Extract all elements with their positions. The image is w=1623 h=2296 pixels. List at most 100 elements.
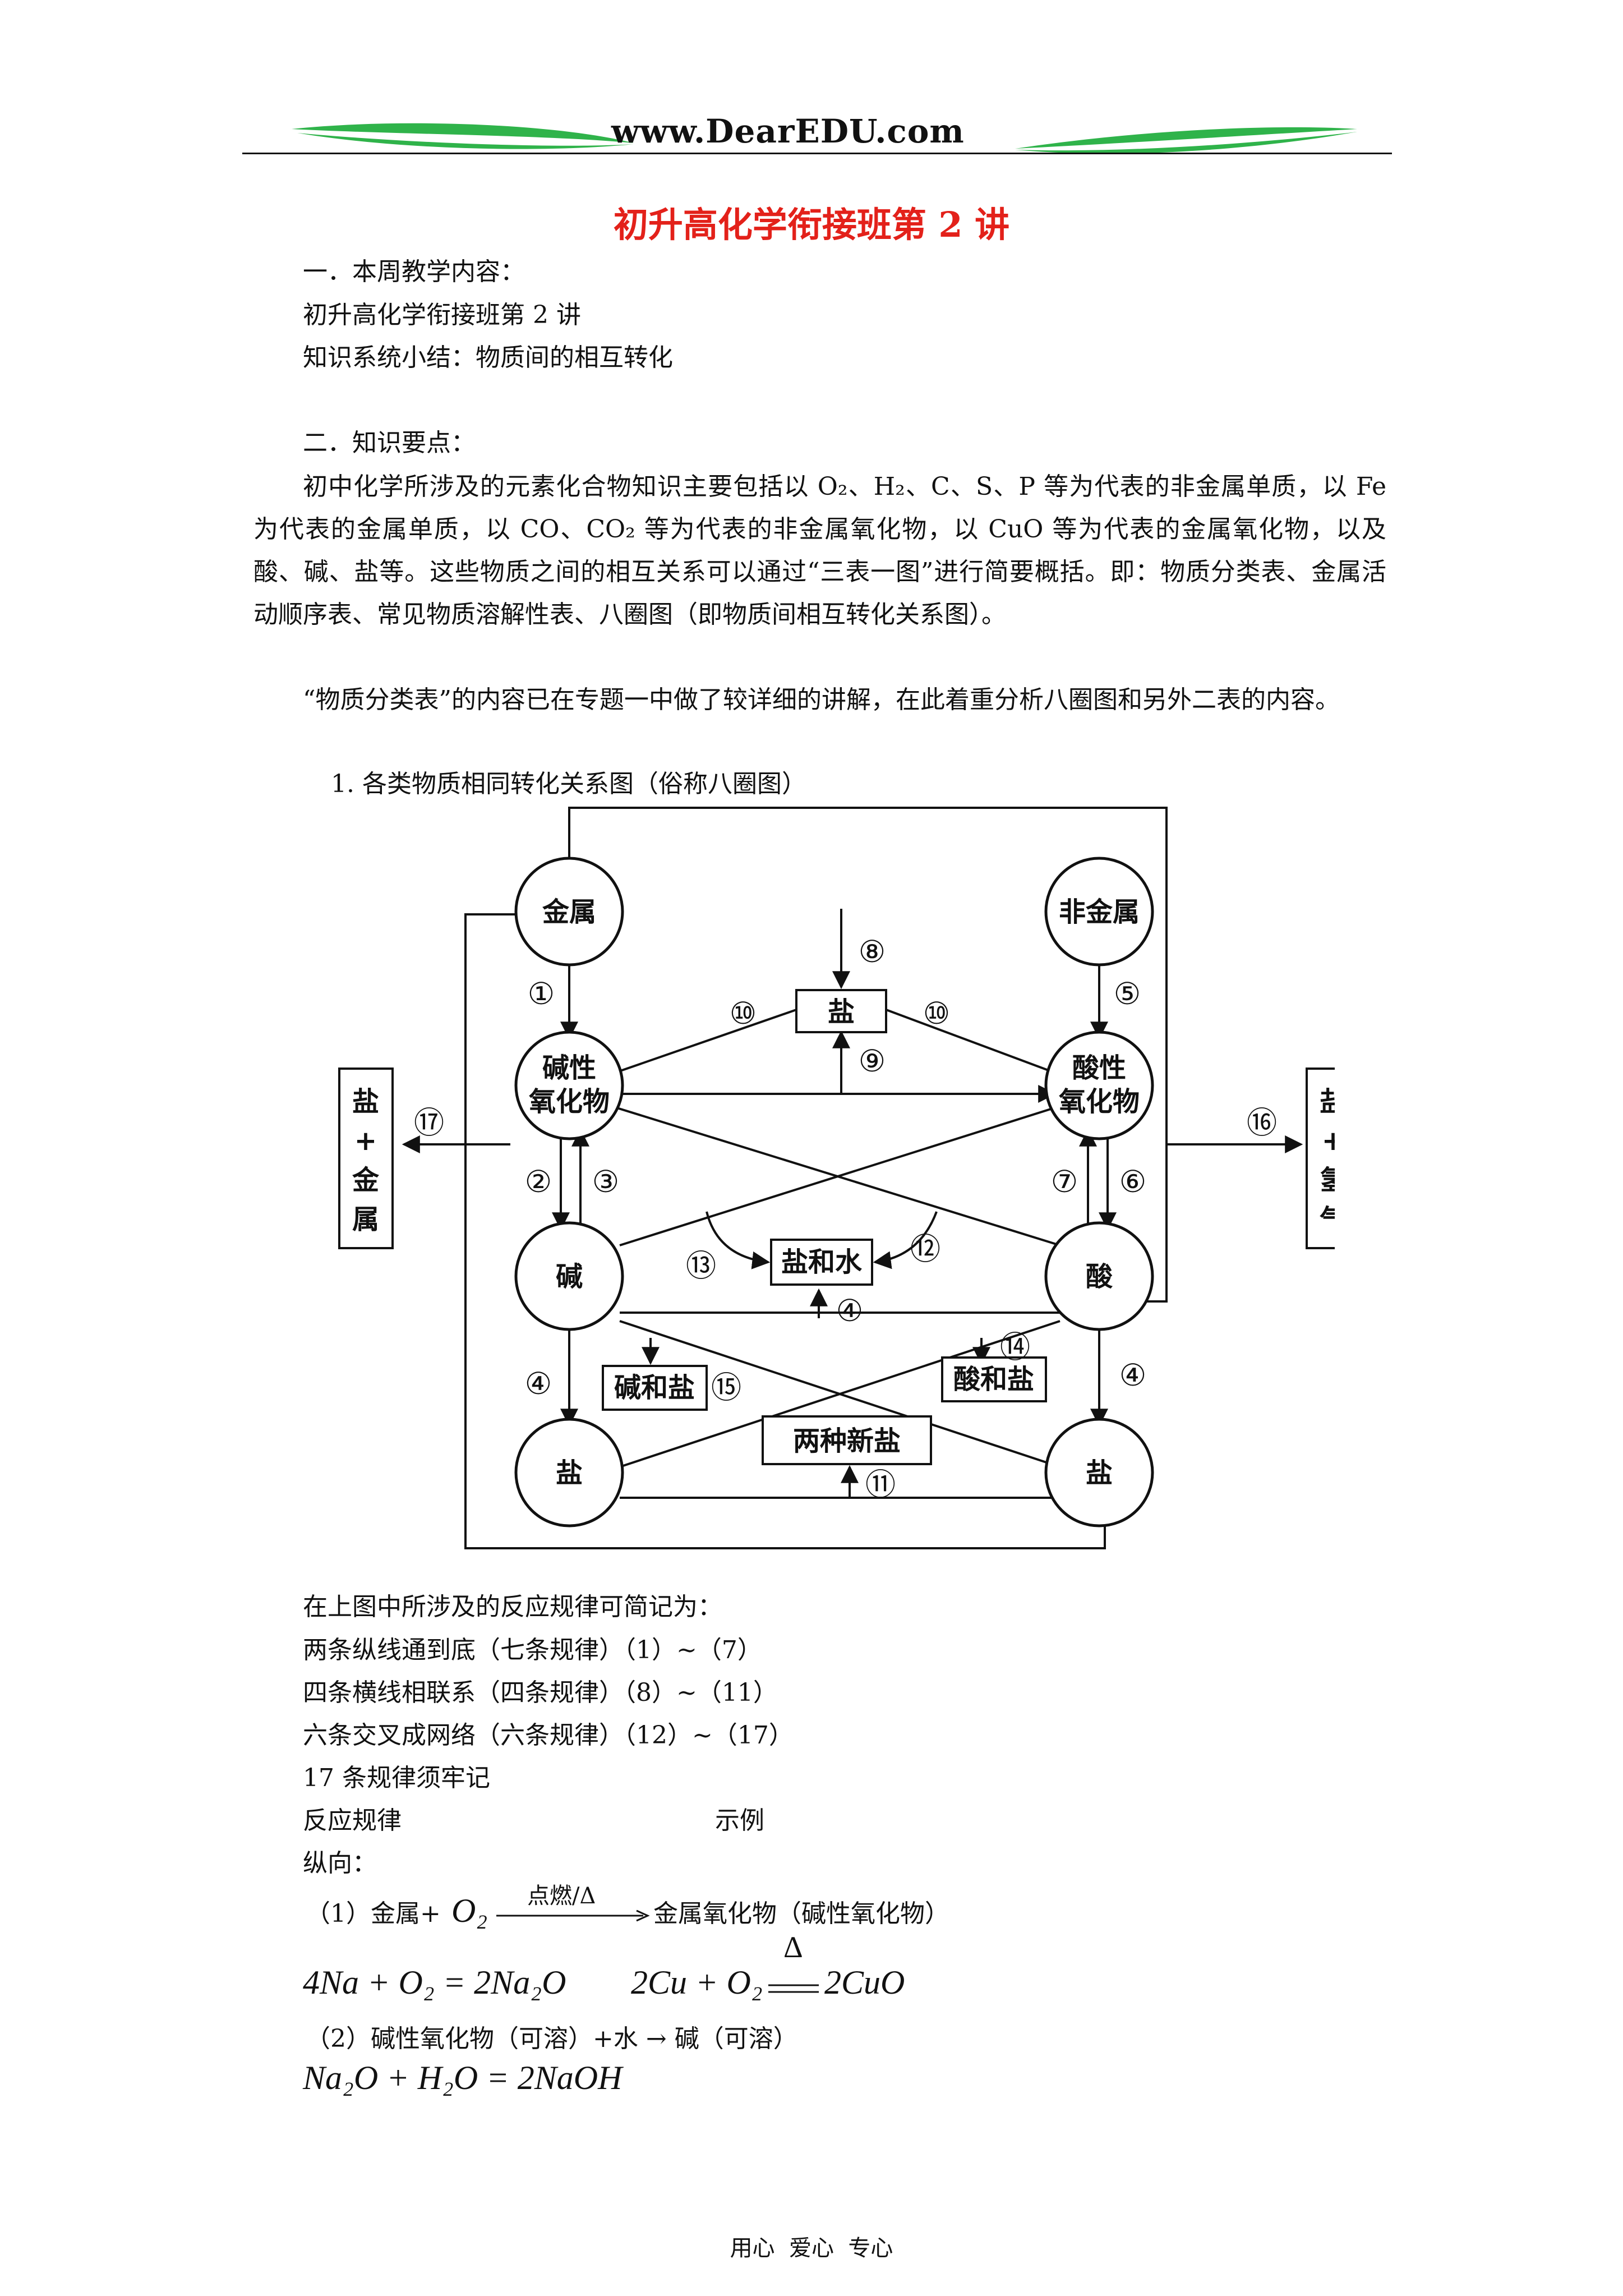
section1-line2: 知识系统小结：物质间的相互转化 <box>303 343 673 372</box>
box-right-char-4: 气 <box>1320 1204 1335 1235</box>
label-acidic-oxide-1: 酸性 <box>1072 1052 1126 1084</box>
num-6: ⑥ <box>1119 1164 1146 1199</box>
num-16: ⑯ <box>1247 1105 1277 1140</box>
num-11: ⑪ <box>865 1467 896 1502</box>
reaction1-result: 金属氧化物（碱性氧化物） <box>653 1899 949 1928</box>
reaction2-text: （2）碱性氧化物（可溶）+水 → 碱（可溶） <box>306 2024 798 2053</box>
equation-na-o2: 4Na + O₂ = 2Na₂O <box>303 1964 566 2001</box>
outer-top-loop-line <box>568 807 1168 1303</box>
equation-cu-condition: Δ <box>783 1930 803 1964</box>
section2-heading: 二．知识要点： <box>303 429 476 457</box>
rules-column-example: 示例 <box>715 1806 764 1835</box>
box-two-new-salts <box>762 1415 932 1465</box>
rules-line2: 四条横线相联系（四条规律）（8）~（11） <box>303 1678 778 1707</box>
header-logo-graphic <box>292 123 1357 154</box>
box-left-char-4: 属 <box>352 1204 379 1235</box>
num-10a: ⑩ <box>730 996 757 1031</box>
label-acidic-oxide-2: 氧化物 <box>1059 1086 1140 1117</box>
box-base-salt <box>602 1365 708 1411</box>
rules-column-rule: 反应规律 <box>303 1806 402 1835</box>
arrow-12-curve <box>873 1211 938 1269</box>
rules-line1: 两条纵线通到底（七条规律）（1）~（7） <box>303 1636 762 1664</box>
circle-acid <box>1044 1221 1154 1331</box>
num-13: ⑬ <box>686 1248 716 1283</box>
circle-nonmetal <box>1044 857 1154 967</box>
num-4c: ④ <box>836 1293 863 1328</box>
logo-swoosh-right-lower-icon <box>1015 132 1357 154</box>
box-salt-top <box>795 989 887 1033</box>
label-salt-left: 盐 <box>556 1457 583 1489</box>
box-right-char-2: + <box>1322 1125 1335 1157</box>
box-label-two-new-salts: 两种新盐 <box>793 1425 901 1457</box>
section2-item1: 1. 各类物质相同转化关系图（俗称八圈图） <box>331 770 806 798</box>
num-12: ⑫ <box>910 1231 940 1267</box>
num-10b: ⑩ <box>923 996 950 1031</box>
label-basic-oxide-1: 碱性 <box>542 1052 596 1084</box>
box-acid-salt <box>941 1356 1047 1402</box>
box-label-salt-water: 盐和水 <box>781 1246 863 1278</box>
num-3: ③ <box>592 1164 619 1199</box>
circle-base <box>514 1221 624 1331</box>
label-base: 碱 <box>556 1261 583 1292</box>
header-logo-text: www.DearEDU.com <box>611 112 965 150</box>
section2-paragraph2: “物质分类表”的内容已在专题一中做了较详细的讲解，在此着重分析八圈图和另外二表的… <box>303 685 1340 714</box>
num-9: ⑨ <box>859 1043 886 1079</box>
num-5: ⑤ <box>1114 976 1141 1011</box>
logo-swoosh-left-lower-icon <box>297 133 634 149</box>
box-right-char-3: 氢 <box>1320 1165 1335 1196</box>
label-metal: 金属 <box>542 896 596 928</box>
equation-cu-equals-icon <box>768 1984 819 1993</box>
rules-intro: 在上图中所涉及的反应规律可简记为： <box>303 1593 722 1621</box>
box-label-acid-salt: 酸和盐 <box>953 1364 1034 1395</box>
rules-vertical: 纵向： <box>303 1849 377 1878</box>
equation-cu-right: 2CuO <box>824 1964 905 2001</box>
cross-acidicoxide-base-line <box>619 1107 1055 1246</box>
circle-salt-left <box>514 1418 624 1527</box>
num-1: ① <box>528 976 555 1011</box>
label-salt-right: 盐 <box>1086 1457 1113 1489</box>
arrow-10-right-line <box>886 1009 1076 1083</box>
page-footer: 用心 爱心 专心 <box>730 2235 893 2261</box>
box-left-char-2: + <box>354 1125 377 1157</box>
circle-metal <box>514 857 624 967</box>
logo-swoosh-right-icon <box>1015 127 1357 149</box>
num-4b: ④ <box>1119 1358 1146 1393</box>
num-15: ⑮ <box>711 1370 741 1405</box>
box-left-char-3: 金 <box>352 1165 380 1196</box>
num-4a: ④ <box>525 1366 552 1401</box>
box-left-char-1: 盐 <box>352 1086 379 1117</box>
num-8: ⑧ <box>859 934 886 969</box>
reaction1-arrow-icon <box>496 1910 650 1922</box>
num-14: ⑭ <box>1000 1329 1030 1365</box>
box-salt-hydrogen <box>1306 1068 1335 1249</box>
reaction1-prefix: （1）金属+ <box>306 1899 441 1928</box>
label-nonmetal: 非金属 <box>1059 896 1140 928</box>
section1-line1: 初升高化学衔接班第 2 讲 <box>303 301 581 329</box>
label-basic-oxide-2: 氧化物 <box>529 1086 610 1117</box>
arrow-13-curve <box>706 1211 771 1269</box>
logo-swoosh-left-icon <box>292 123 634 143</box>
box-label-base-salt: 碱和盐 <box>614 1372 695 1404</box>
outer-left-loop-line <box>464 913 1106 1549</box>
cross-acid-salt-left-line <box>619 1320 1061 1468</box>
reaction1-condition: 点燃/Δ <box>527 1883 596 1909</box>
box-salt-metal <box>338 1068 394 1249</box>
rules-line3: 六条交叉成网络（六条规律）（12）~（17） <box>303 1721 794 1750</box>
rules-line4: 17 条规律须牢记 <box>303 1764 490 1792</box>
circle-basic-oxide <box>514 1030 624 1140</box>
circle-acidic-oxide <box>1044 1030 1154 1140</box>
box-right-char-1: 盐 <box>1320 1086 1335 1117</box>
num-17: ⑰ <box>414 1105 444 1140</box>
box-label-salt-top: 盐 <box>828 996 855 1028</box>
label-acid: 酸 <box>1086 1261 1113 1292</box>
equation-na2o-h2o: Na₂O + H₂O = 2NaOH <box>303 2059 623 2096</box>
section2-paragraph1: 初中化学所涉及的元素化合物知识主要包括以 O₂、H₂、C、S、P 等为代表的非金… <box>253 472 1386 629</box>
num-7: ⑦ <box>1051 1164 1078 1199</box>
num-2: ② <box>525 1164 552 1199</box>
circle-salt-right <box>1044 1418 1154 1527</box>
header-rule <box>242 153 1392 154</box>
box-salt-water <box>770 1239 873 1286</box>
reaction1-o2: O₂ <box>451 1892 488 1929</box>
arrow-10-left-line <box>592 1009 797 1083</box>
equation-cu-left: 2Cu + O₂ <box>631 1964 763 2001</box>
